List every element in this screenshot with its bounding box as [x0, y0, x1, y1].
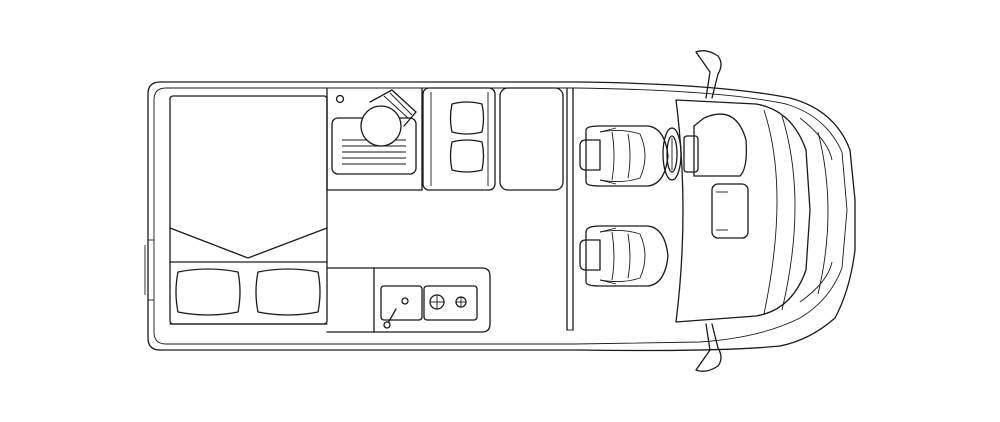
drain-icon [335, 94, 345, 104]
passenger-seat [579, 225, 669, 287]
vehicle-body [144, 81, 856, 352]
dinette-bench [422, 87, 496, 191]
driver-seat [579, 125, 669, 187]
pillow [175, 268, 321, 316]
kitchen-counter [169, 267, 491, 333]
cab-partition [566, 87, 574, 331]
rear-bed [169, 95, 328, 325]
washroom-toilet [360, 89, 417, 147]
washroom [326, 87, 423, 191]
dashboard [675, 99, 833, 323]
wardrobe [499, 87, 564, 191]
hob [423, 285, 478, 321]
sink [380, 285, 423, 329]
side-mirror [695, 50, 722, 372]
